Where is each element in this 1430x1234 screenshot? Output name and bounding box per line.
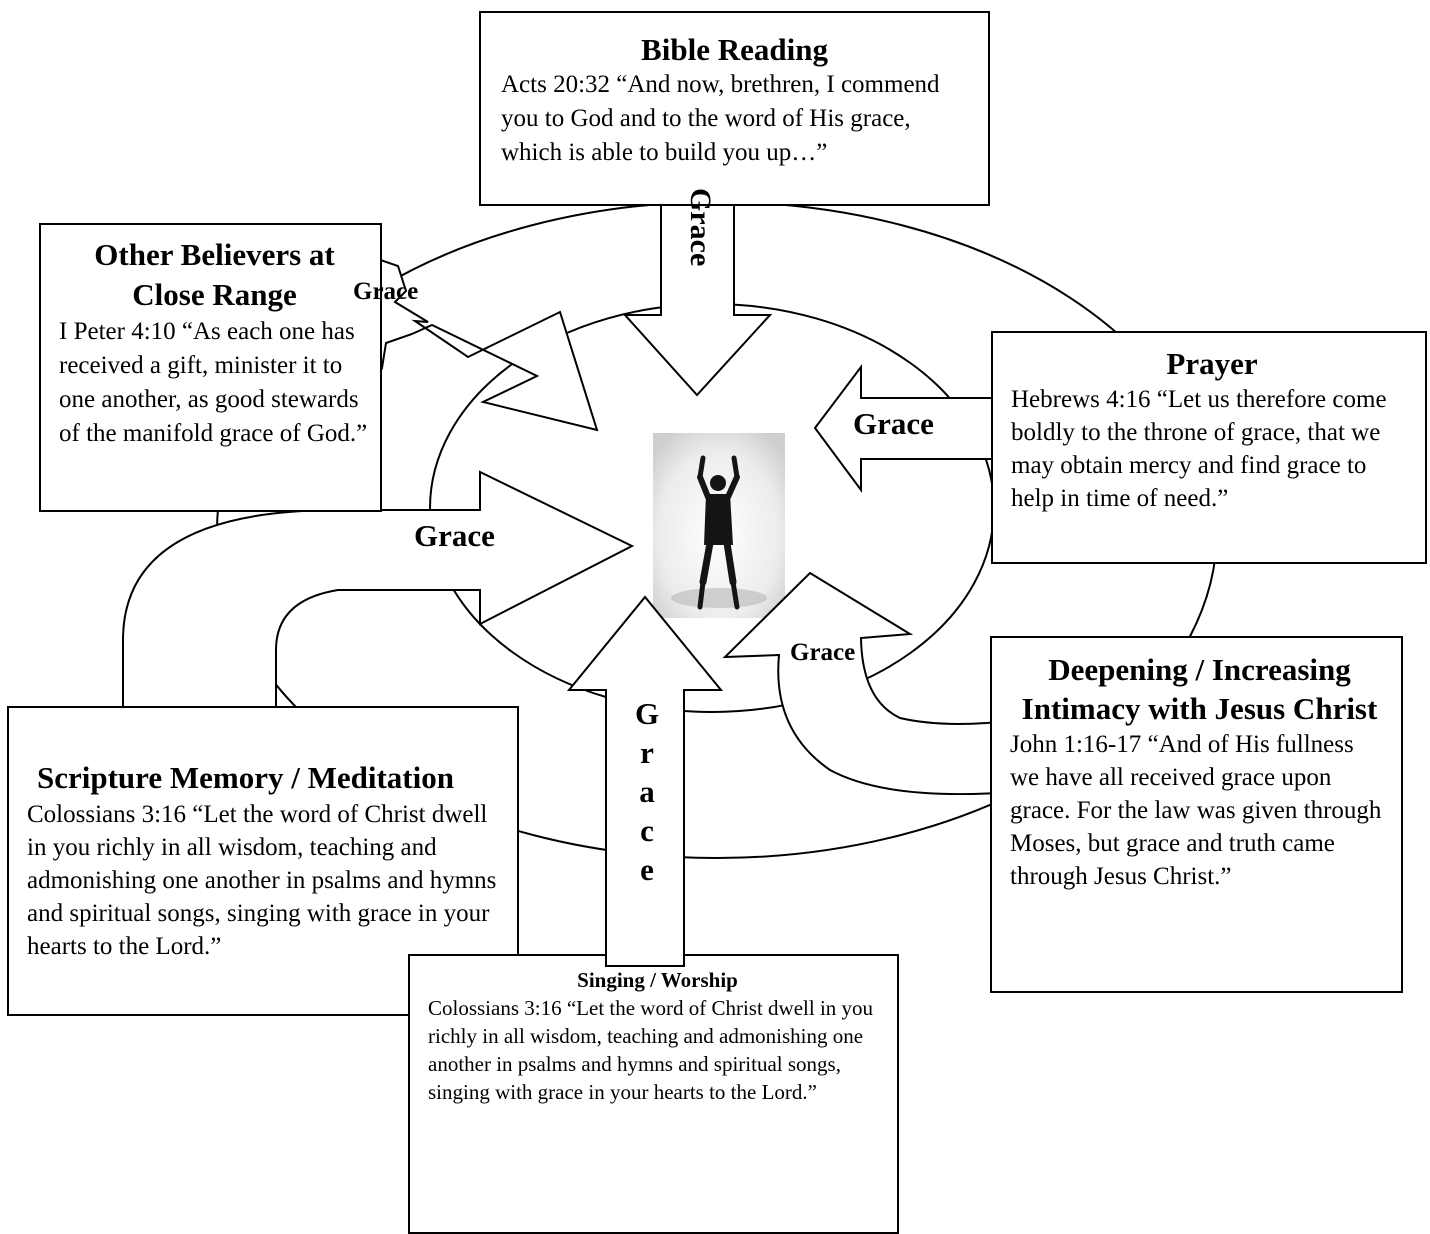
other-believers-title: Other Believers at Close Range bbox=[94, 237, 335, 312]
grace-letter: a bbox=[639, 774, 655, 809]
intimacy-title: Deepening / Increasing Intimacy with Jes… bbox=[1021, 652, 1378, 726]
grace-label-scripture-memory: Grace bbox=[414, 518, 495, 553]
grace-arrow-intimacy bbox=[722, 571, 1074, 796]
grace-arrow-scripture-memory bbox=[122, 470, 635, 747]
grace-label-other-believers: Grace bbox=[353, 278, 419, 305]
grace-letter: e bbox=[640, 852, 654, 887]
bible-reading-title: Bible Reading bbox=[641, 32, 828, 67]
singing-title: Singing / Worship bbox=[577, 968, 738, 992]
singing-box: Singing / Worship Colossians 3:16 “Let t… bbox=[408, 954, 899, 1234]
grace-label-bible-reading: Grace bbox=[684, 188, 717, 267]
grace-label-singing: G r a c e bbox=[630, 694, 664, 889]
scripture-memory-verse: Colossians 3:16 “Let the word of Christ … bbox=[27, 801, 497, 960]
scripture-memory-title: Scripture Memory / Meditation bbox=[37, 760, 454, 795]
intimacy-box: Deepening / Increasing Intimacy with Jes… bbox=[990, 636, 1403, 993]
prayer-title: Prayer bbox=[1166, 346, 1258, 381]
grace-letter: r bbox=[640, 735, 654, 770]
grace-label-prayer: Grace bbox=[853, 406, 934, 441]
scripture-memory-box: Scripture Memory / Meditation Colossians… bbox=[7, 706, 519, 1016]
bible-reading-box: Bible Reading Acts 20:32 “And now, breth… bbox=[479, 11, 990, 206]
intimacy-verse: John 1:16-17 “And of His fullness we hav… bbox=[1010, 731, 1382, 890]
other-believers-box: Other Believers at Close Range I Peter 4… bbox=[39, 223, 382, 512]
other-believers-verse: I Peter 4:10 “As each one has received a… bbox=[59, 318, 368, 447]
singing-verse: Colossians 3:16 “Let the word of Christ … bbox=[428, 996, 874, 1104]
grace-letter: G bbox=[634, 696, 660, 731]
grace-label-intimacy: Grace bbox=[790, 639, 856, 666]
grace-arrow-prayer bbox=[813, 364, 1001, 494]
grace-letter: c bbox=[640, 813, 654, 848]
person-image bbox=[653, 433, 785, 618]
bible-reading-verse: Acts 20:32 “And now, brethren, I commend… bbox=[501, 70, 940, 166]
prayer-box: Prayer Hebrews 4:16 “Let us therefore co… bbox=[991, 331, 1427, 564]
prayer-verse: Hebrews 4:16 “Let us therefore come bold… bbox=[1011, 386, 1387, 512]
